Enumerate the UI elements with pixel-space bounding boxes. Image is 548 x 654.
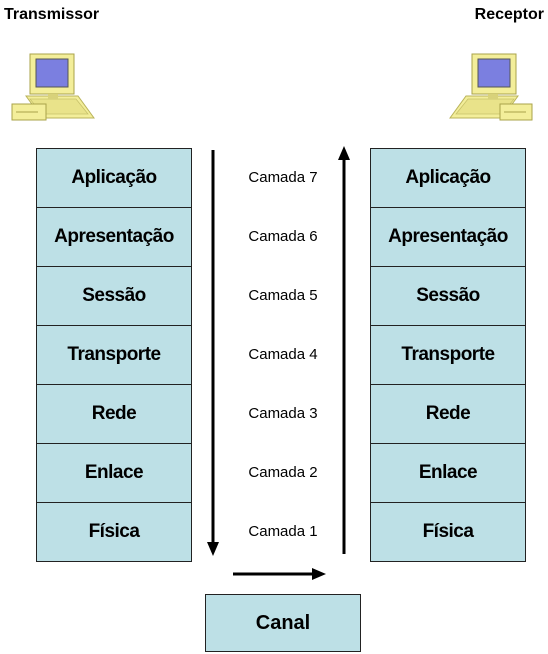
layer-physical: Física — [37, 503, 191, 561]
layer-number-label: Camada 3 — [248, 405, 318, 422]
computer-icon — [11, 53, 95, 121]
receiver-title: Receptor — [474, 6, 544, 23]
computer-icon — [449, 53, 533, 121]
layer-session: Sessão — [37, 267, 191, 326]
up-arrow — [338, 146, 350, 554]
layer-link: Enlace — [371, 444, 525, 503]
layer-physical: Física — [371, 503, 525, 561]
channel-box: Canal — [205, 594, 361, 652]
right-arrow — [233, 568, 326, 580]
layer-number-label: Camada 1 — [248, 523, 318, 540]
layer-presentation: Apresentação — [37, 208, 191, 267]
layer-presentation: Apresentação — [371, 208, 525, 267]
layer-application: Aplicação — [371, 149, 525, 208]
layer-transport: Transporte — [371, 326, 525, 385]
layer-link: Enlace — [37, 444, 191, 503]
layer-network: Rede — [37, 385, 191, 444]
layer-application: Aplicação — [37, 149, 191, 208]
layer-session: Sessão — [371, 267, 525, 326]
layer-network: Rede — [371, 385, 525, 444]
layer-number-label: Camada 6 — [248, 228, 318, 245]
layer-number-label: Camada 4 — [248, 346, 318, 363]
layer-transport: Transporte — [37, 326, 191, 385]
layer-number-labels: Camada 7 Camada 6 Camada 5 Camada 4 Cama… — [228, 148, 338, 561]
transmitter-stack: Aplicação Apresentação Sessão Transporte… — [36, 148, 192, 562]
transmitter-title: Transmissor — [4, 6, 100, 23]
layer-number-label: Camada 2 — [248, 464, 318, 481]
down-arrow — [207, 150, 219, 556]
receiver-stack: Aplicação Apresentação Sessão Transporte… — [370, 148, 526, 562]
layer-number-label: Camada 5 — [248, 287, 318, 304]
layer-number-label: Camada 7 — [248, 169, 318, 186]
